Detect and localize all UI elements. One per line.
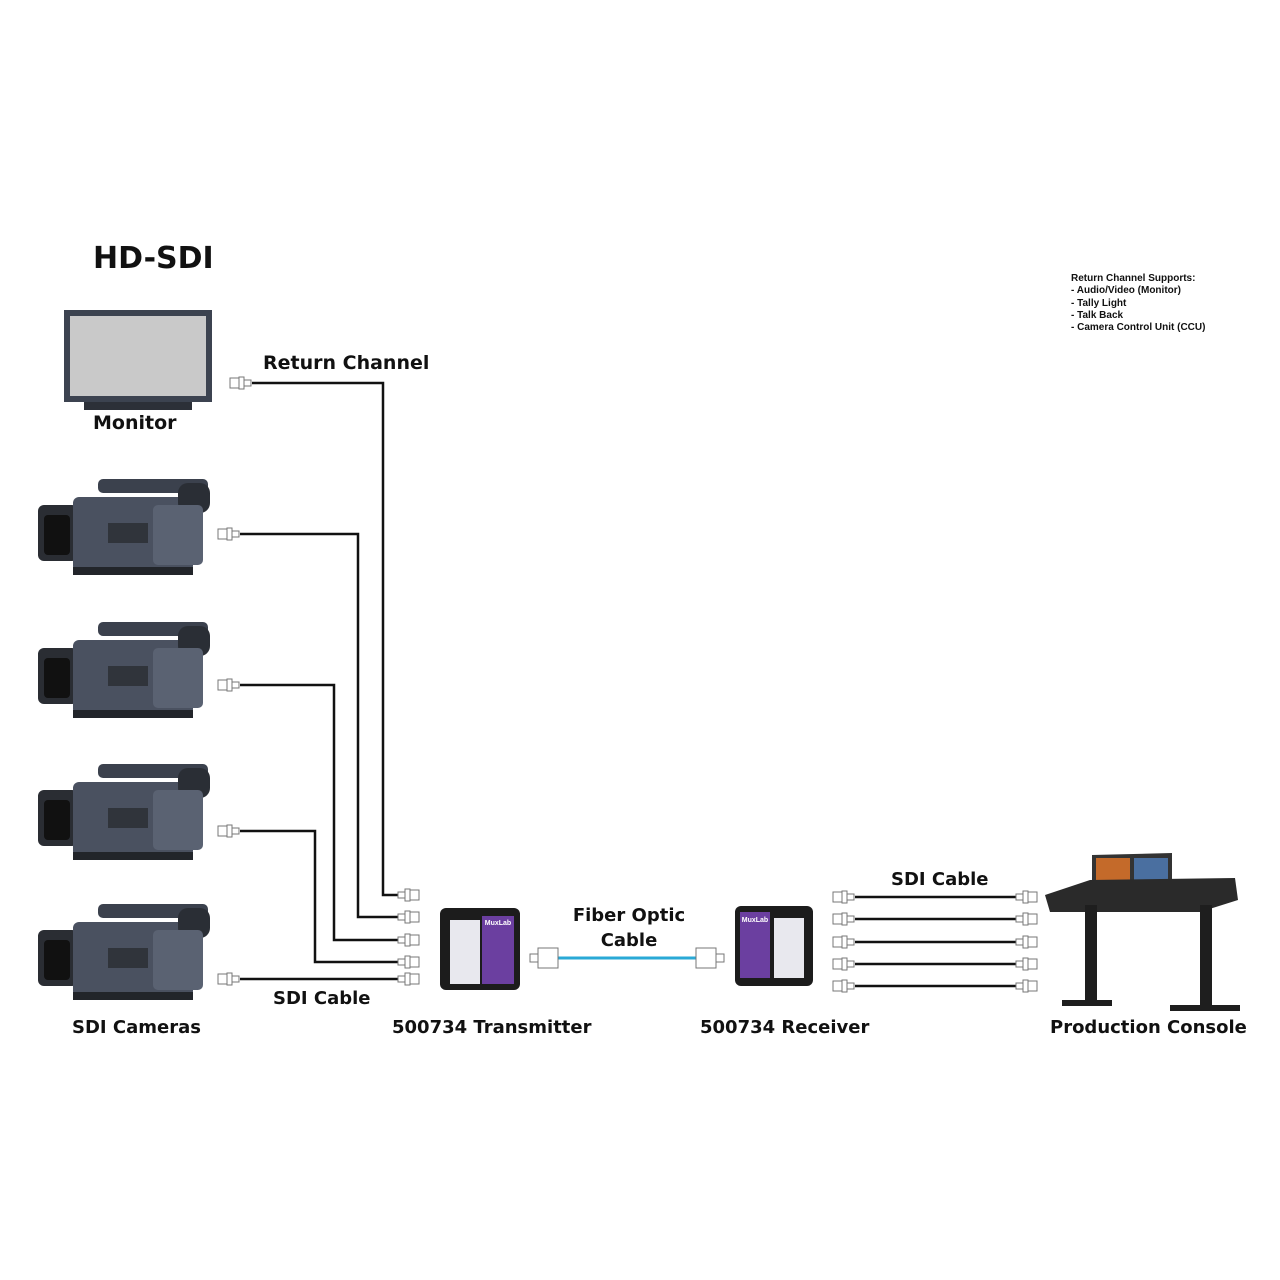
sdi-cables-left	[240, 381, 400, 981]
production-console-icon	[1045, 853, 1240, 1011]
receiver-device-icon	[735, 906, 813, 986]
camera-icon-2	[38, 622, 210, 718]
diagram-title: HD-SDI	[93, 241, 214, 276]
notes-item: - Tally Light	[1071, 297, 1127, 309]
fiber-label-line2: Cable	[601, 930, 658, 951]
camera-icon-1	[38, 479, 210, 575]
notes-item: - Audio/Video (Monitor)	[1071, 285, 1181, 297]
source-connectors	[217, 376, 252, 986]
notes-item: - Camera Control Unit (CCU)	[1071, 322, 1206, 334]
console-connectors	[1015, 890, 1038, 993]
return-channel-label: Return Channel	[263, 352, 429, 374]
receiver-connectors	[832, 890, 855, 993]
sdi-cable-label-left: SDI Cable	[273, 988, 371, 1009]
monitor-icon	[64, 310, 212, 410]
transmitter-brand-text: MuxLab	[485, 920, 511, 927]
fiber-connectors	[529, 947, 725, 969]
receiver-label: 500734 Receiver	[700, 1017, 869, 1038]
monitor-label: Monitor	[93, 412, 177, 434]
transmitter-connectors	[397, 888, 420, 986]
camera-icon-3	[38, 764, 210, 860]
notes-item: - Talk Back	[1071, 309, 1124, 321]
return-channel-notes: Return Channel Supports: - Audio/Video (…	[1071, 273, 1205, 334]
receiver-brand-text: MuxLab	[742, 917, 768, 924]
camera-icon-4	[38, 904, 210, 1000]
fiber-label-line1: Fiber Optic	[573, 905, 685, 926]
transmitter-label: 500734 Transmitter	[392, 1017, 592, 1038]
production-console-label: Production Console	[1050, 1017, 1247, 1038]
sdi-cable-label-right: SDI Cable	[891, 869, 989, 890]
sdi-cables-right	[855, 895, 1016, 988]
notes-heading: Return Channel Supports:	[1071, 273, 1196, 284]
sdi-cameras-label: SDI Cameras	[72, 1017, 201, 1038]
